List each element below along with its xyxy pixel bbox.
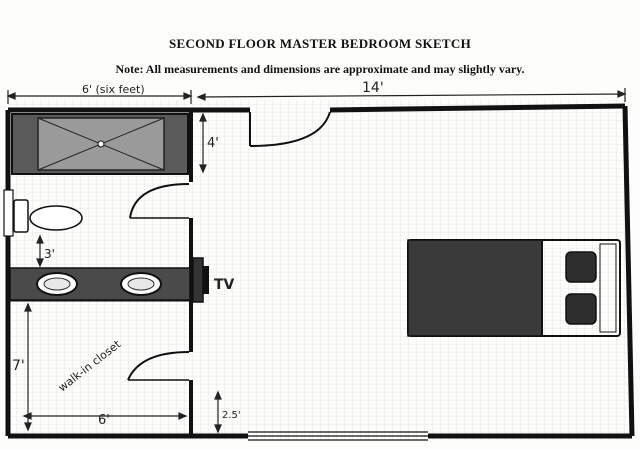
toilet (13, 199, 83, 233)
vanity (9, 267, 191, 301)
dim-shower-depth: 4' (207, 136, 219, 151)
outer-walls (5, 103, 635, 439)
tv: TV (192, 257, 235, 303)
pillow-top (565, 251, 597, 283)
dim-closet-width: 6' (98, 413, 110, 428)
window (248, 431, 428, 441)
pillow-bottom (565, 293, 597, 325)
dimension-lines (6, 88, 627, 434)
dim-bath-width: 6' (six feet) (82, 83, 145, 96)
shower (11, 113, 189, 175)
left-window (3, 189, 14, 237)
dim-closet-depth: 7' (12, 358, 25, 374)
dim-bedroom-width: 14' (362, 80, 384, 96)
page-title: SECOND FLOOR MASTER BEDROOM SKETCH (168, 36, 471, 51)
dim-toilet-gap: 3' (44, 247, 55, 261)
doors (127, 111, 331, 381)
dim-door-gap: 2.5' (222, 410, 241, 421)
bed (407, 239, 621, 337)
tv-label: TV (214, 277, 235, 293)
disclaimer-note: Note: All measurements and dimensions ar… (115, 62, 525, 76)
